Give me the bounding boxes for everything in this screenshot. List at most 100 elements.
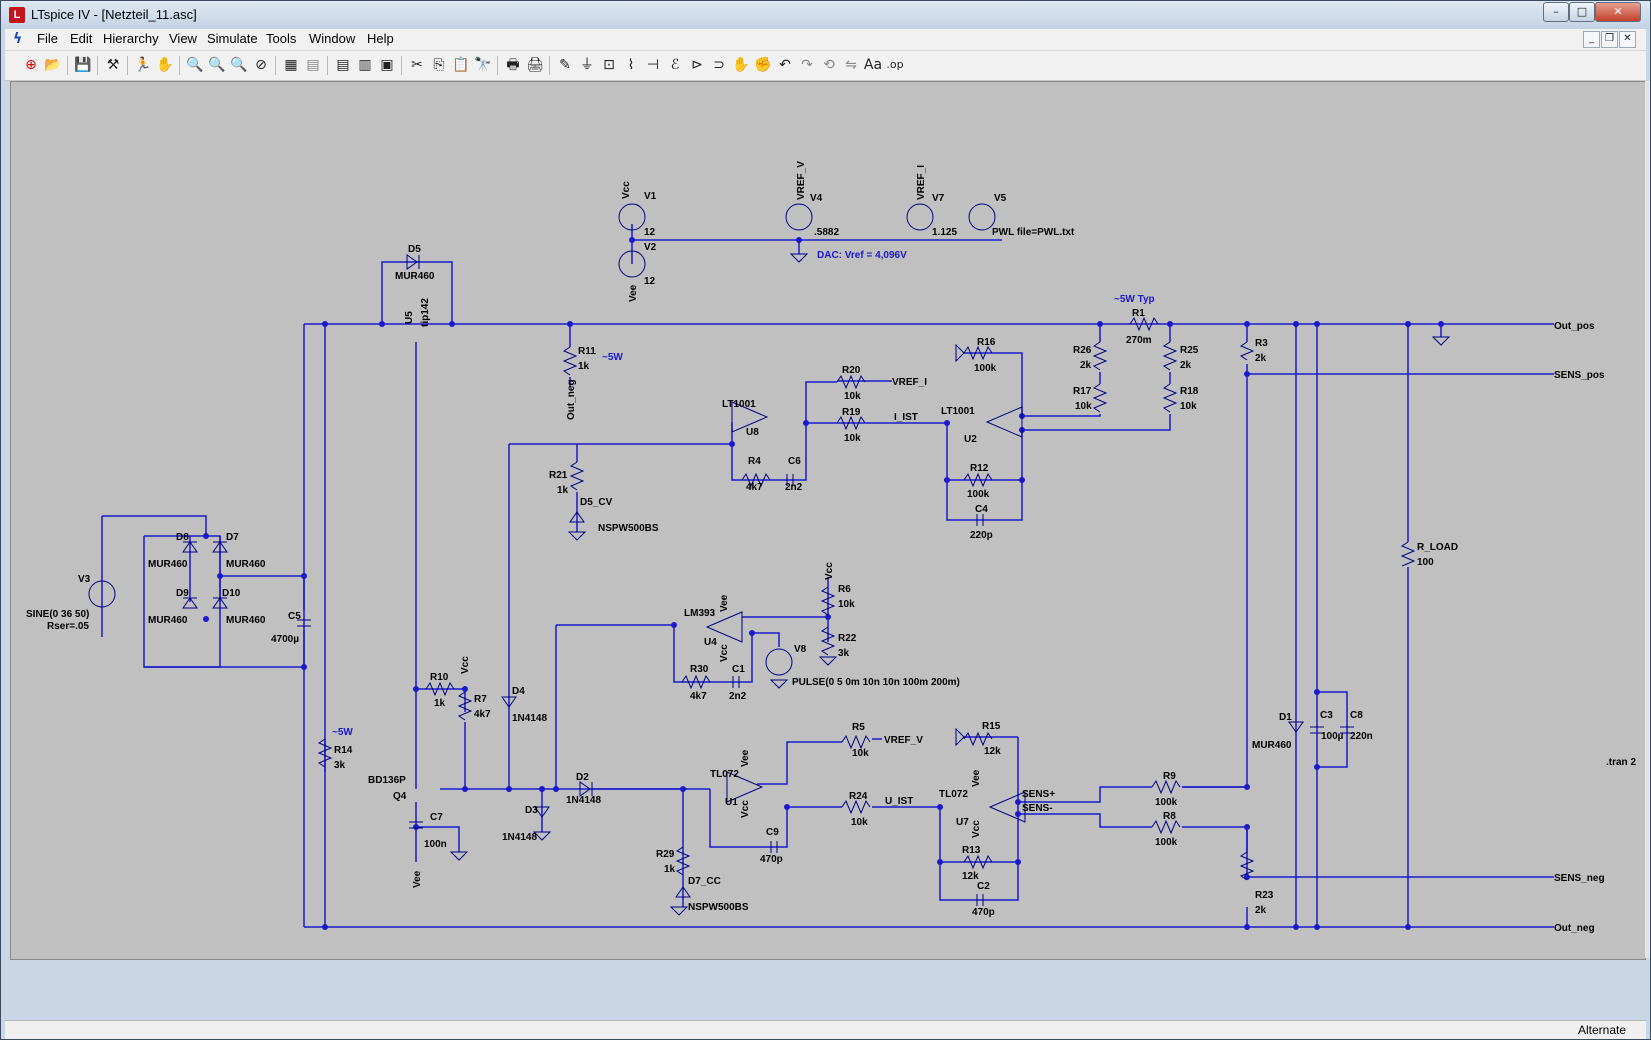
menu-simulate[interactable]: Simulate [207, 31, 258, 46]
label-sens-neg: SENS_neg [1554, 873, 1605, 884]
open-icon[interactable]: 📂 [44, 57, 62, 73]
paste-icon[interactable]: 📋 [452, 57, 470, 73]
run-icon[interactable]: 🏃 [134, 57, 152, 73]
cascade-icon[interactable]: ▣ [380, 57, 394, 73]
copy-icon[interactable]: ⎘ [433, 57, 445, 73]
label-vcc-u7: Vcc [971, 820, 982, 838]
label-r12-value: 100k [967, 489, 990, 500]
label-r18: R18 [1180, 386, 1199, 397]
label-r7-value: 4k7 [474, 709, 491, 720]
label-d5: D5 [408, 244, 421, 255]
label-c2: C2 [977, 881, 990, 892]
pan-icon[interactable]: 🔍 [208, 57, 226, 73]
label-tran-directive: .tran 2 [1606, 757, 1636, 768]
label-d10-value: MUR460 [226, 615, 266, 626]
components [88, 203, 1451, 916]
text-icon[interactable]: Aa [863, 57, 883, 73]
zoom-out-icon[interactable]: 🔍 [230, 57, 248, 73]
mdi-minimize-button[interactable]: _ [1583, 31, 1600, 48]
close-button[interactable]: ✕ [1595, 2, 1641, 22]
label-c7-value: 100n [424, 839, 447, 850]
autorange-icon[interactable]: ▦ [284, 57, 298, 73]
new-schematic-icon[interactable]: ⊕ [25, 57, 37, 73]
halt-icon[interactable]: ✋ [156, 57, 174, 73]
zoom-in-icon[interactable]: 🔍 [186, 57, 204, 73]
label-d3-value: 1N4148 [502, 832, 537, 843]
label-v7-value: 1.125 [932, 227, 957, 238]
schematic-canvas[interactable]: V1 12 Vcc V2 12 Vee V4 .5882 VREF_V V7 1… [10, 81, 1646, 960]
mirror-icon[interactable]: ⇋ [845, 57, 857, 73]
label-bd136p: BD136P [368, 775, 406, 786]
label-r30: R30 [690, 664, 709, 675]
menu-tools[interactable]: Tools [266, 31, 297, 46]
label-out-neg-r11: Out_neg [566, 379, 577, 420]
mdi-close-button[interactable]: ✕ [1619, 31, 1636, 48]
label-c4-value: 220p [970, 530, 993, 541]
label-r5: R5 [852, 722, 865, 733]
label-c5: C5 [288, 611, 301, 622]
capacitor-icon[interactable]: ⊣ [646, 57, 660, 73]
save-icon[interactable]: 💾 [74, 57, 92, 73]
label-v7: V7 [932, 193, 945, 204]
maximize-button[interactable]: □ [1569, 2, 1595, 22]
diode-icon[interactable]: ⊳ [691, 57, 703, 73]
label-r11-note: ~5W [602, 352, 623, 363]
vertical-scrollbar[interactable] [1645, 81, 1650, 958]
menu-view[interactable]: View [169, 31, 197, 46]
ltspice-logo-icon: L [9, 7, 25, 23]
tile-vertical-icon[interactable]: ▥ [358, 57, 372, 73]
label-d9-value: MUR460 [148, 615, 188, 626]
menu-bar: ϟ File Edit Hierarchy View Simulate Tool… [5, 29, 1646, 51]
menu-help[interactable]: Help [367, 31, 394, 46]
label-d2: D2 [576, 772, 589, 783]
label-c3-value: 100µ [1321, 731, 1344, 742]
drag-icon[interactable]: ✊ [754, 57, 772, 73]
label-vcc-u4: Vcc [719, 644, 730, 662]
component-icon[interactable]: ⊃ [713, 57, 725, 73]
menu-file[interactable]: File [37, 31, 58, 46]
label-lt1001-u2: LT1001 [941, 406, 975, 417]
ltspice-menu-icon[interactable]: ϟ [13, 31, 23, 47]
label-net-icon[interactable]: ⊡ [603, 57, 615, 73]
menu-window[interactable]: Window [309, 31, 356, 46]
mdi-restore-button[interactable]: ❐ [1601, 31, 1618, 48]
waveform-icon[interactable]: ▤ [306, 57, 320, 73]
label-v4-value: .5882 [814, 227, 839, 238]
label-vref-i-net: VREF_I [892, 377, 927, 388]
label-r21: R21 [549, 470, 568, 481]
cut-icon[interactable]: ✂ [411, 57, 423, 73]
spice-directive-icon[interactable]: .op [886, 58, 904, 71]
label-d2-value: 1N4148 [566, 795, 601, 806]
label-c7: C7 [430, 812, 443, 823]
zoom-fit-icon[interactable]: ⊘ [255, 57, 267, 73]
ground-icon[interactable]: ⏚ [580, 57, 594, 73]
label-r1: R1 [1132, 308, 1145, 319]
label-r9: R9 [1163, 771, 1176, 782]
label-c9-value: 470p [760, 854, 783, 865]
find-icon[interactable]: 🔭 [474, 57, 492, 73]
resistor-icon[interactable]: ⌇ [627, 57, 635, 73]
tile-horizontal-icon[interactable]: ▤ [336, 57, 350, 73]
minimize-button[interactable]: – [1543, 2, 1569, 22]
print-icon[interactable]: 🖨 [526, 57, 544, 73]
menu-hierarchy[interactable]: Hierarchy [103, 31, 159, 46]
undo-icon[interactable]: ↶ [779, 57, 791, 73]
print-setup-icon[interactable]: 🖶 [506, 57, 520, 73]
move-icon[interactable]: ✋ [732, 57, 750, 73]
label-r14-note: ~5W [332, 727, 353, 738]
menu-edit[interactable]: Edit [70, 31, 93, 46]
label-vee-v2: Vee [628, 284, 639, 302]
control-panel-icon[interactable]: ⚒ [106, 57, 120, 73]
label-r20-value: 10k [844, 391, 861, 402]
label-c9: C9 [766, 827, 779, 838]
draw-wire-icon[interactable]: ✎ [559, 57, 571, 73]
rotate-icon[interactable]: ⟲ [823, 57, 835, 73]
label-dac-note: DAC: Vref = 4,096V [817, 250, 907, 261]
label-vcc-u1: Vcc [740, 800, 751, 818]
label-sens-plus: SENS+ [1022, 789, 1055, 800]
inductor-icon[interactable]: ℰ [670, 57, 680, 73]
label-r26: R26 [1073, 345, 1092, 356]
label-r14: R14 [334, 745, 353, 756]
redo-icon[interactable]: ↷ [801, 57, 813, 73]
label-c5-value: 4700µ [271, 634, 299, 645]
